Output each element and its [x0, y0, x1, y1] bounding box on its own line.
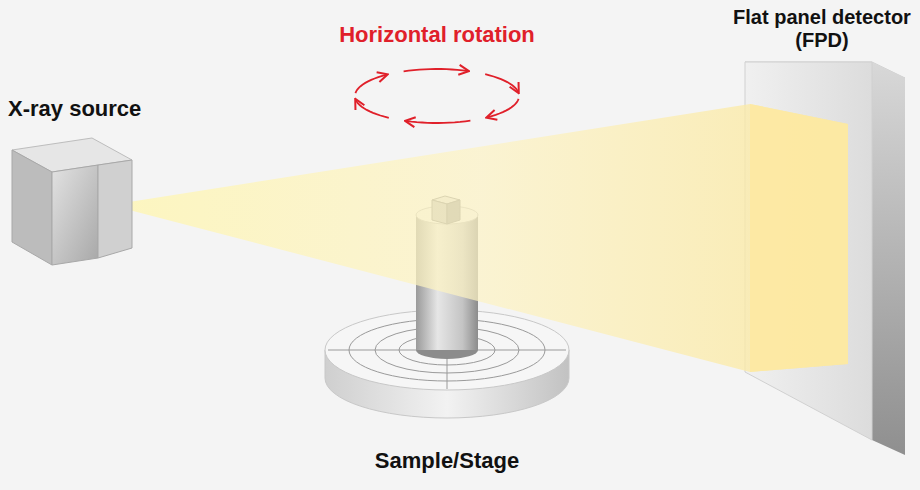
rotation-arrow	[404, 69, 468, 71]
rotation-label: Horizontal rotation	[287, 22, 587, 47]
rotation-arrow	[488, 99, 519, 118]
rotation-arrow	[485, 74, 518, 92]
rotation-arrow	[356, 100, 389, 118]
rotation-arrow	[355, 75, 386, 94]
rotation-arrow	[406, 121, 470, 123]
detector-label: Flat panel detector (FPD)	[732, 6, 912, 52]
source-label: X-ray source	[8, 96, 208, 121]
stage-label: Sample/Stage	[327, 448, 567, 473]
